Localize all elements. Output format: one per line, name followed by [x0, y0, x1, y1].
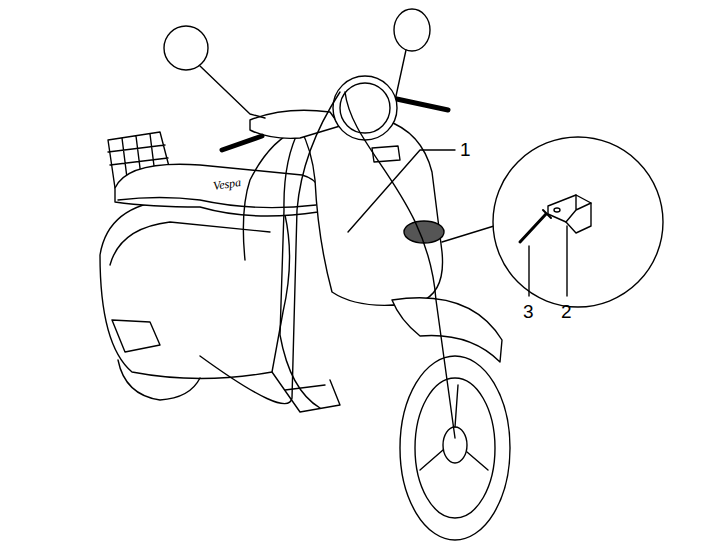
callout-number: 1	[460, 140, 471, 159]
callout-number: 2	[561, 302, 572, 321]
callout-number: 3	[523, 302, 534, 321]
brand-logo: Vespa	[211, 176, 242, 192]
